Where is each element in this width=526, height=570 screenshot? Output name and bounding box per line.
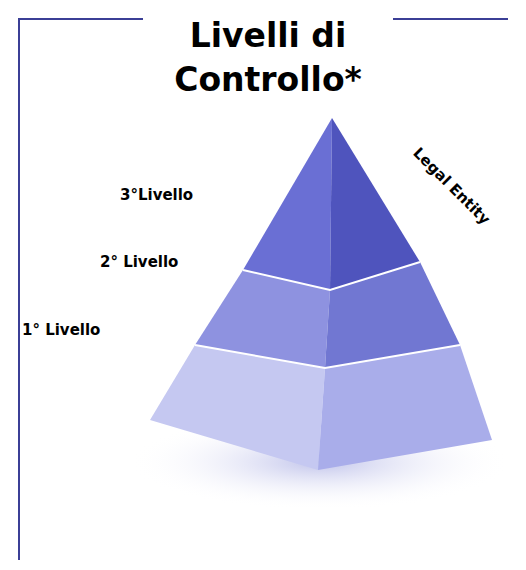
tier-separator — [195, 345, 460, 368]
level-label: 1° Livello — [22, 321, 100, 339]
level-label: 2° Livello — [100, 253, 178, 271]
frame-line — [18, 18, 150, 20]
entity-label: Legal Entity — [409, 144, 493, 228]
tier-separator — [243, 262, 420, 290]
diagram-title: Livelli di Controllo* — [143, 14, 393, 102]
level-label: 3°Livello — [120, 186, 193, 204]
frame-line — [386, 18, 508, 20]
pyramid-face — [330, 118, 420, 290]
pyramid-face — [243, 118, 332, 290]
frame-line — [18, 18, 20, 560]
